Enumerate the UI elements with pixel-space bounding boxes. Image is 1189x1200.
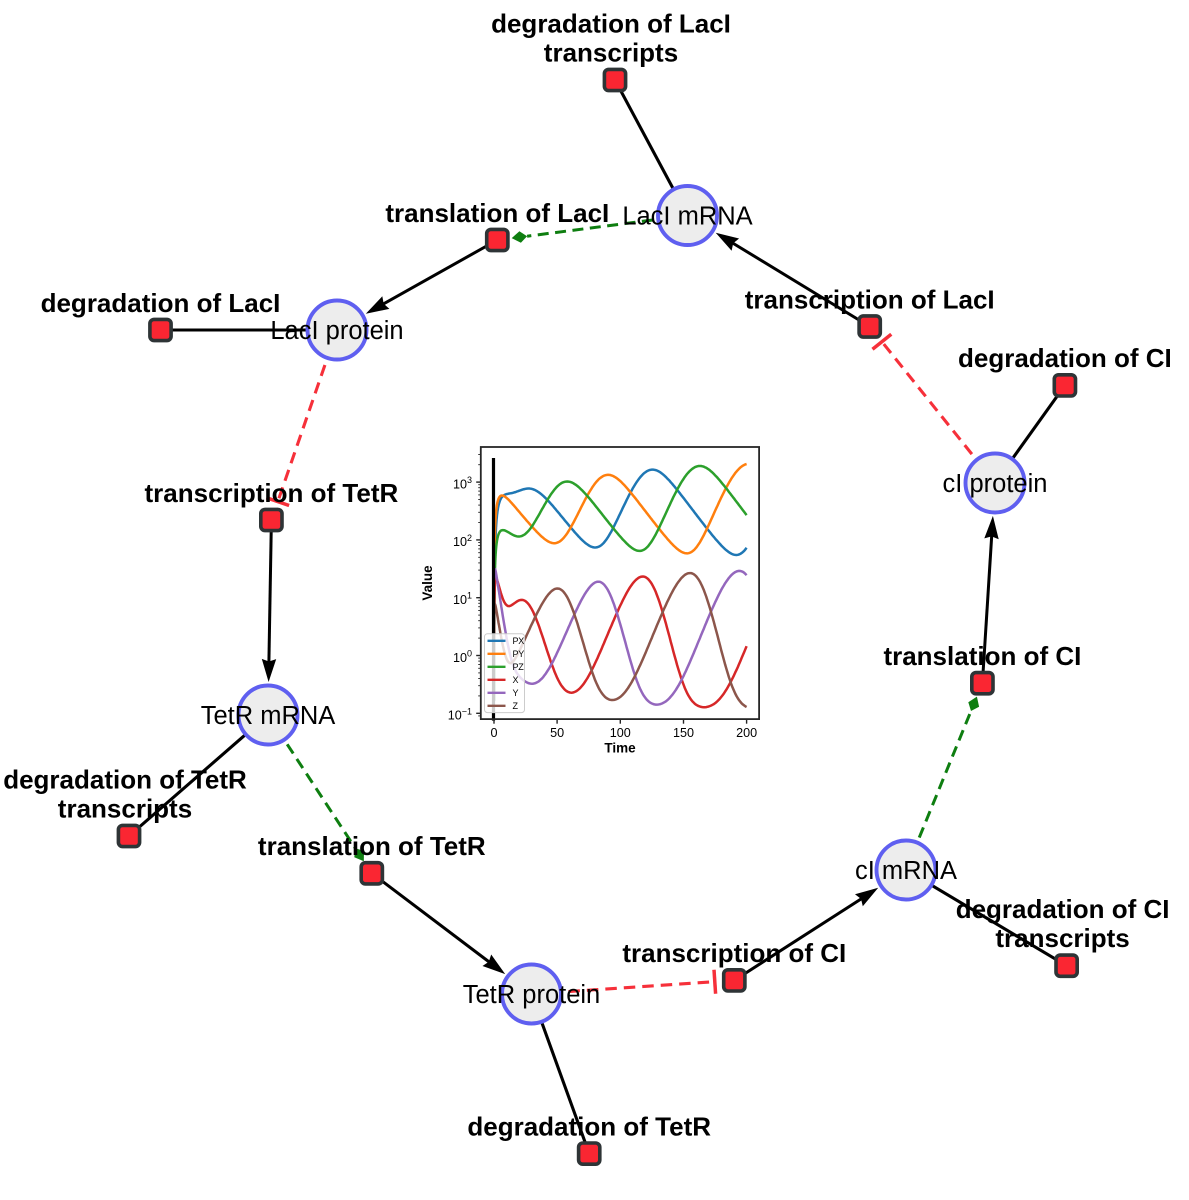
svg-text:translation of LacI: translation of LacI — [385, 198, 609, 228]
svg-text:100: 100 — [610, 726, 631, 740]
svg-text:TetR protein: TetR protein — [463, 981, 601, 1009]
svg-text:degradation of TetR: degradation of TetR — [467, 1111, 711, 1141]
svg-text:translation of TetR: translation of TetR — [258, 831, 486, 861]
svg-text:transcripts: transcripts — [995, 923, 1129, 953]
svg-text:50: 50 — [550, 726, 564, 740]
svg-text:Y: Y — [513, 688, 519, 698]
svg-text:transcription of TetR: transcription of TetR — [145, 478, 399, 508]
svg-text:transcripts: transcripts — [58, 794, 192, 824]
svg-text:LacI protein: LacI protein — [270, 317, 403, 345]
svg-text:Value: Value — [420, 565, 435, 601]
svg-text:Time: Time — [604, 740, 636, 755]
svg-text:PY: PY — [513, 649, 525, 659]
svg-text:degradation of CI: degradation of CI — [958, 343, 1172, 373]
svg-text:degradation of TetR: degradation of TetR — [3, 765, 247, 795]
svg-text:degradation of LacI: degradation of LacI — [491, 9, 731, 39]
svg-text:PZ: PZ — [513, 662, 525, 672]
svg-text:150: 150 — [673, 726, 694, 740]
svg-text:X: X — [513, 675, 519, 685]
svg-text:cI protein: cI protein — [943, 470, 1048, 498]
svg-text:TetR mRNA: TetR mRNA — [201, 702, 336, 730]
svg-text:Z: Z — [513, 701, 519, 711]
svg-text:degradation of CI: degradation of CI — [956, 894, 1170, 924]
svg-text:degradation of LacI: degradation of LacI — [41, 288, 281, 318]
svg-text:transcription of CI: transcription of CI — [622, 938, 846, 968]
svg-text:transcripts: transcripts — [544, 38, 678, 68]
svg-text:PX: PX — [513, 636, 525, 646]
svg-text:200: 200 — [736, 726, 757, 740]
svg-text:0: 0 — [490, 726, 497, 740]
svg-text:transcription of LacI: transcription of LacI — [745, 284, 995, 314]
svg-text:cI mRNA: cI mRNA — [855, 857, 957, 885]
svg-text:translation of CI: translation of CI — [883, 641, 1081, 671]
svg-text:LacI mRNA: LacI mRNA — [622, 202, 752, 230]
